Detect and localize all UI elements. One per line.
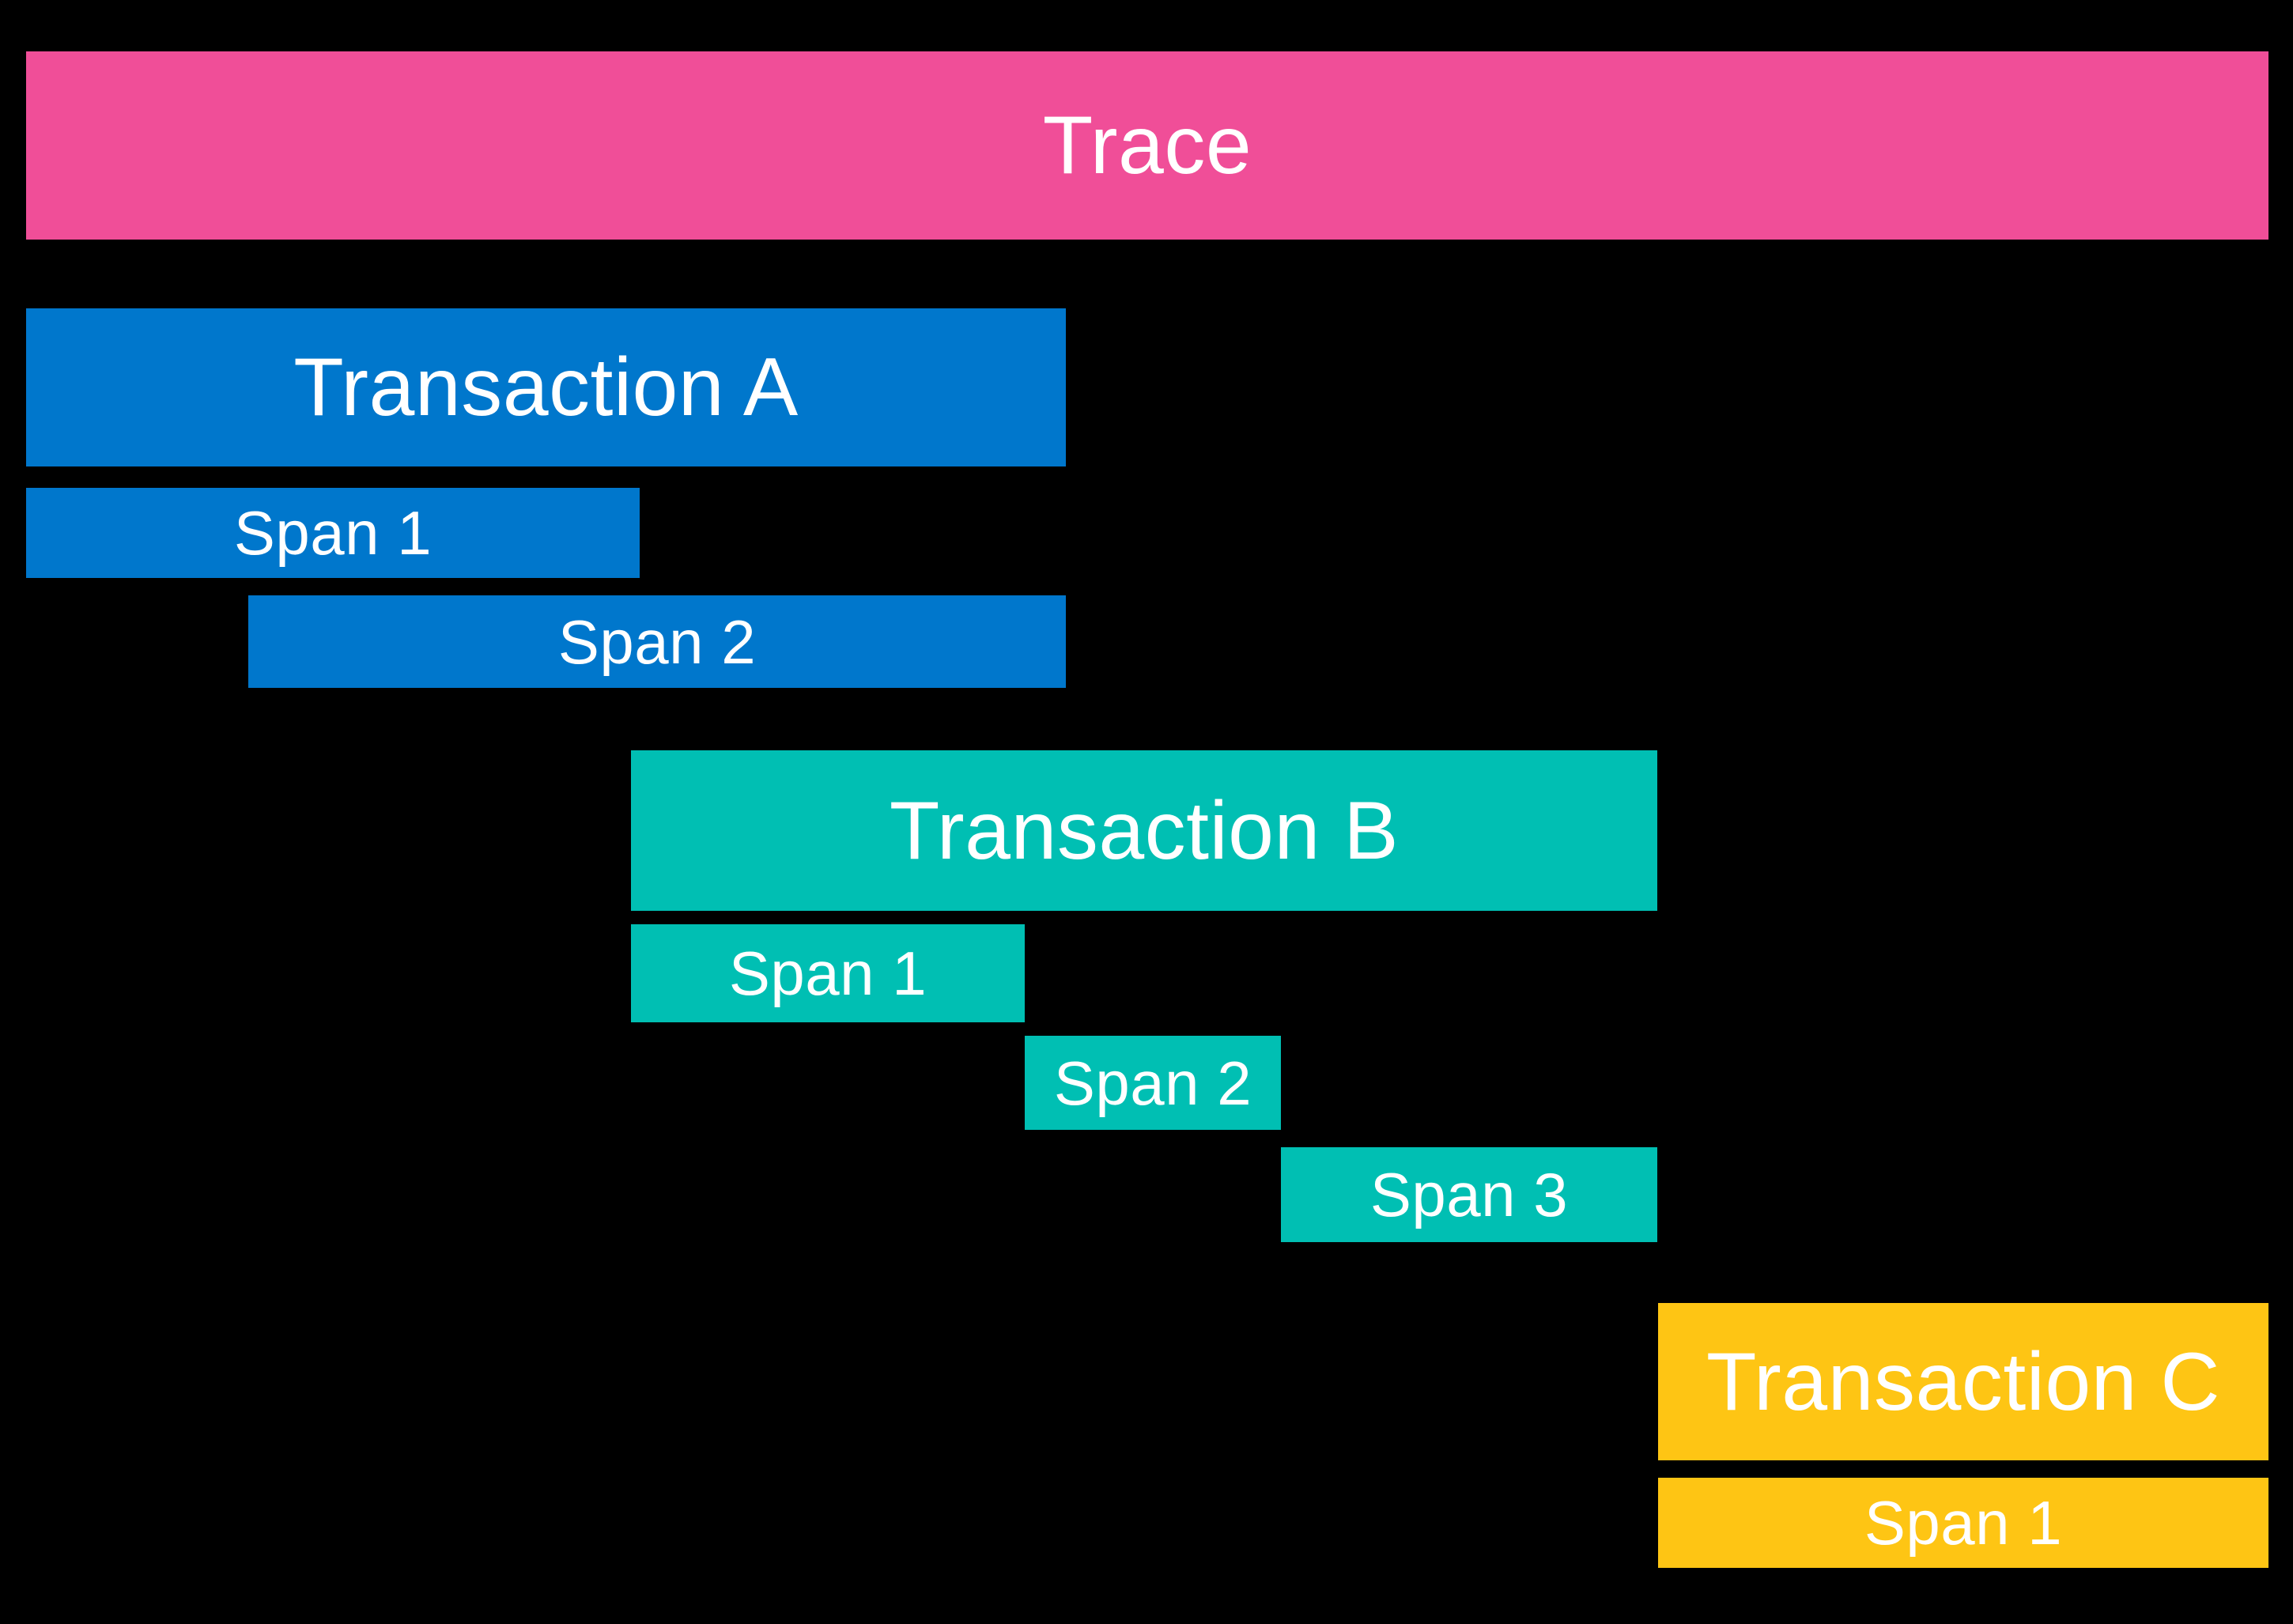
transaction-b-span-3-label: Span 3 — [1369, 1160, 1569, 1229]
transaction-b-span-1-label: Span 1 — [728, 939, 927, 1008]
transaction-b-span-2-bar: Span 2 — [1025, 1036, 1281, 1130]
transaction-b-span-2-label: Span 2 — [1053, 1048, 1252, 1118]
transaction-a-span-1-bar: Span 1 — [26, 488, 640, 578]
trace-label: Trace — [1042, 100, 1252, 191]
transaction-c-label: Transaction C — [1706, 1335, 2220, 1428]
transaction-b-bar: Transaction B — [631, 750, 1657, 911]
transaction-a-bar: Transaction A — [26, 308, 1066, 466]
transaction-b-label: Transaction B — [889, 784, 1400, 877]
transaction-a-span-2-bar: Span 2 — [248, 595, 1066, 688]
transaction-c-span-1-bar: Span 1 — [1658, 1478, 2268, 1568]
transaction-a-span-2-label: Span 2 — [557, 606, 757, 677]
trace-bar: Trace — [26, 51, 2268, 240]
transaction-b-span-1-bar: Span 1 — [631, 924, 1025, 1022]
transaction-c-span-1-label: Span 1 — [1864, 1488, 2063, 1558]
transaction-a-label: Transaction A — [293, 342, 799, 433]
transaction-a-span-1-label: Span 1 — [233, 498, 433, 568]
transaction-b-span-3-bar: Span 3 — [1281, 1147, 1657, 1242]
transaction-c-bar: Transaction C — [1658, 1303, 2268, 1460]
